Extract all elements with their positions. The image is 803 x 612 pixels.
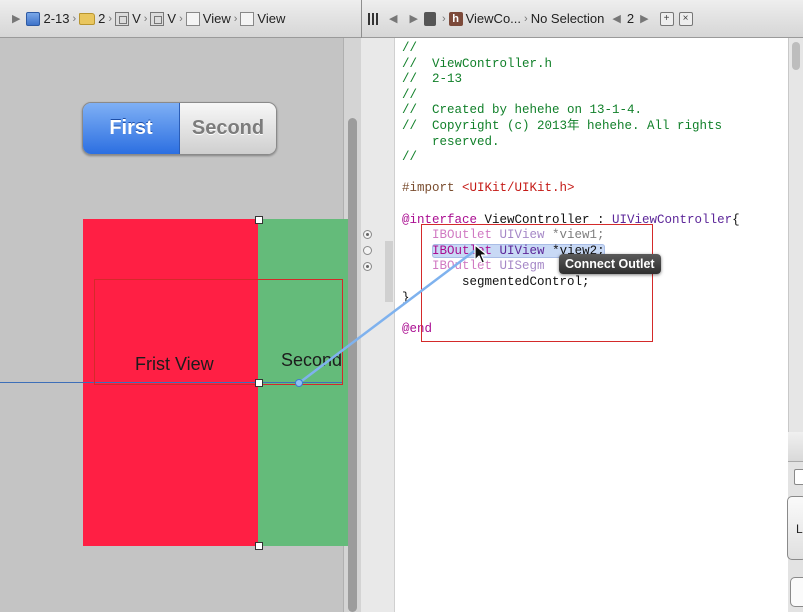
- back-arrow-icon[interactable]: ◀: [389, 13, 398, 25]
- utility-button[interactable]: [787, 496, 803, 560]
- code-token: IBOutlet: [402, 228, 493, 243]
- jump-bar-crumb-view[interactable]: View: [185, 11, 231, 26]
- related-files-icon[interactable]: [368, 12, 380, 25]
- highlight-box: [421, 224, 653, 342]
- counterpart-count: 2: [626, 11, 635, 26]
- code-line[interactable]: //: [402, 88, 740, 104]
- code-token: // Created by hehehe on 13-1-4.: [402, 103, 643, 118]
- resize-handle-top[interactable]: [255, 216, 263, 224]
- storyboard-icon: [115, 11, 130, 26]
- code-line[interactable]: @interface ViewController : UIViewContro…: [402, 213, 740, 229]
- code-token: }: [402, 290, 410, 305]
- outlet-connection-circle[interactable]: [363, 262, 372, 271]
- resize-handle-bottom[interactable]: [255, 542, 263, 550]
- jump-bar-crumb-storyboard[interactable]: V: [115, 11, 141, 26]
- segment-second[interactable]: Second: [180, 103, 276, 154]
- chevron-right-icon: ›: [441, 12, 446, 25]
- editor-scroll-thumb[interactable]: [792, 42, 800, 70]
- code-token: //: [402, 41, 418, 55]
- chevron-right-icon: ›: [179, 12, 183, 25]
- code-token: UIView: [499, 243, 545, 258]
- folder-icon: [79, 12, 96, 25]
- canvas-jump-bar: ▶ 2-13 › 2 › V › V › View › View: [0, 0, 361, 38]
- highlight-box: [94, 279, 343, 385]
- utility-button-label: L: [796, 522, 803, 536]
- code-line[interactable]: IBOutlet UIView *view1;: [402, 228, 740, 244]
- jump-bar-crumb-scene[interactable]: V: [150, 11, 176, 26]
- next-counterpart-icon[interactable]: ▶: [640, 13, 649, 25]
- code-gutter: [361, 38, 395, 612]
- alignment-guide: [0, 382, 343, 383]
- close-editor-icon[interactable]: ×: [678, 11, 693, 26]
- code-token: ViewController :: [477, 212, 613, 227]
- assistant-mode-icon[interactable]: [423, 11, 436, 26]
- outlet-connection-circle[interactable]: [363, 246, 372, 255]
- code-token: UISegm: [499, 259, 545, 274]
- outlet-connection-circle[interactable]: [363, 230, 372, 239]
- view-icon: [240, 11, 255, 26]
- jump-bar-crumb-project[interactable]: 2-13: [26, 11, 70, 26]
- add-editor-icon[interactable]: +: [659, 11, 674, 26]
- connect-outlet-tooltip: Connect Outlet: [559, 254, 661, 274]
- code-line[interactable]: // Created by hehehe on 13-1-4.: [402, 103, 740, 119]
- chevron-right-icon: ›: [143, 12, 148, 25]
- code-token: <UIKit/UIKit.h>: [462, 181, 575, 196]
- utility-checkbox[interactable]: [794, 469, 803, 485]
- code-token: //: [402, 87, 418, 102]
- chevron-right-icon: ›: [72, 12, 77, 25]
- code-token: @interface: [402, 212, 478, 227]
- code-token: // 2-13: [402, 72, 463, 87]
- previous-counterpart-icon[interactable]: ◀: [612, 13, 621, 25]
- code-token: UIView: [499, 228, 545, 243]
- canvas-scroll-thumb[interactable]: [348, 118, 357, 612]
- segmented-control[interactable]: First Second: [82, 102, 277, 155]
- code-line[interactable]: [402, 166, 740, 182]
- first-view-label: Frist View: [135, 354, 214, 374]
- mouse-pointer-icon: [474, 244, 488, 264]
- focus-ribbon: [385, 241, 393, 302]
- utility-button-secondary[interactable]: [790, 577, 803, 607]
- play-arrow-icon[interactable]: ▶: [12, 13, 21, 25]
- code-token: {: [732, 212, 740, 227]
- chevron-right-icon: ›: [233, 12, 238, 25]
- code-token: //: [402, 150, 418, 165]
- code-token: UIViewController: [612, 212, 733, 227]
- project-icon: [26, 11, 41, 26]
- segment-first[interactable]: First: [83, 103, 180, 154]
- resize-handle-middle[interactable]: [255, 379, 263, 387]
- view-icon: [185, 11, 200, 26]
- code-token: segmentedControl;: [402, 274, 590, 289]
- code-line[interactable]: // ViewController.h: [402, 57, 740, 73]
- code-line[interactable]: //: [402, 150, 740, 166]
- forward-arrow-icon[interactable]: ▶: [409, 13, 418, 25]
- code-line[interactable]: #import <UIKit/UIKit.h>: [402, 181, 740, 197]
- storyboard-icon: [150, 11, 165, 26]
- utility-panel-header: [788, 432, 803, 462]
- jump-bar-crumb-file[interactable]: h ViewCo...: [448, 11, 521, 26]
- code-line[interactable]: segmentedControl;: [402, 275, 740, 291]
- chevron-right-icon: ›: [524, 12, 528, 25]
- editor-divider[interactable]: [361, 0, 362, 38]
- code-line[interactable]: [402, 197, 740, 213]
- code-token: // Copyright (c) 2013年 hehehe. All right…: [402, 118, 723, 133]
- code-token: reserved.: [402, 134, 500, 149]
- code-token: // ViewController.h: [402, 56, 553, 71]
- code-line[interactable]: // Copyright (c) 2013年 hehehe. All right…: [402, 119, 740, 135]
- jump-bar-crumb-folder[interactable]: 2: [79, 11, 105, 26]
- jump-bar-crumb-subview[interactable]: View: [240, 11, 285, 26]
- chevron-right-icon: ›: [108, 12, 113, 25]
- code-line[interactable]: reserved.: [402, 135, 740, 151]
- code-line[interactable]: // 2-13: [402, 72, 740, 88]
- code-token: *view1;: [544, 228, 605, 243]
- code-line[interactable]: //: [402, 41, 740, 57]
- assistant-jump-bar: ◀ ▶ › h ViewCo... › No Selection ◀ 2 ▶ +…: [362, 0, 803, 38]
- header-file-icon: h: [448, 11, 463, 26]
- code-token: #import: [402, 181, 463, 196]
- jump-bar-crumb-selection[interactable]: No Selection: [530, 11, 605, 26]
